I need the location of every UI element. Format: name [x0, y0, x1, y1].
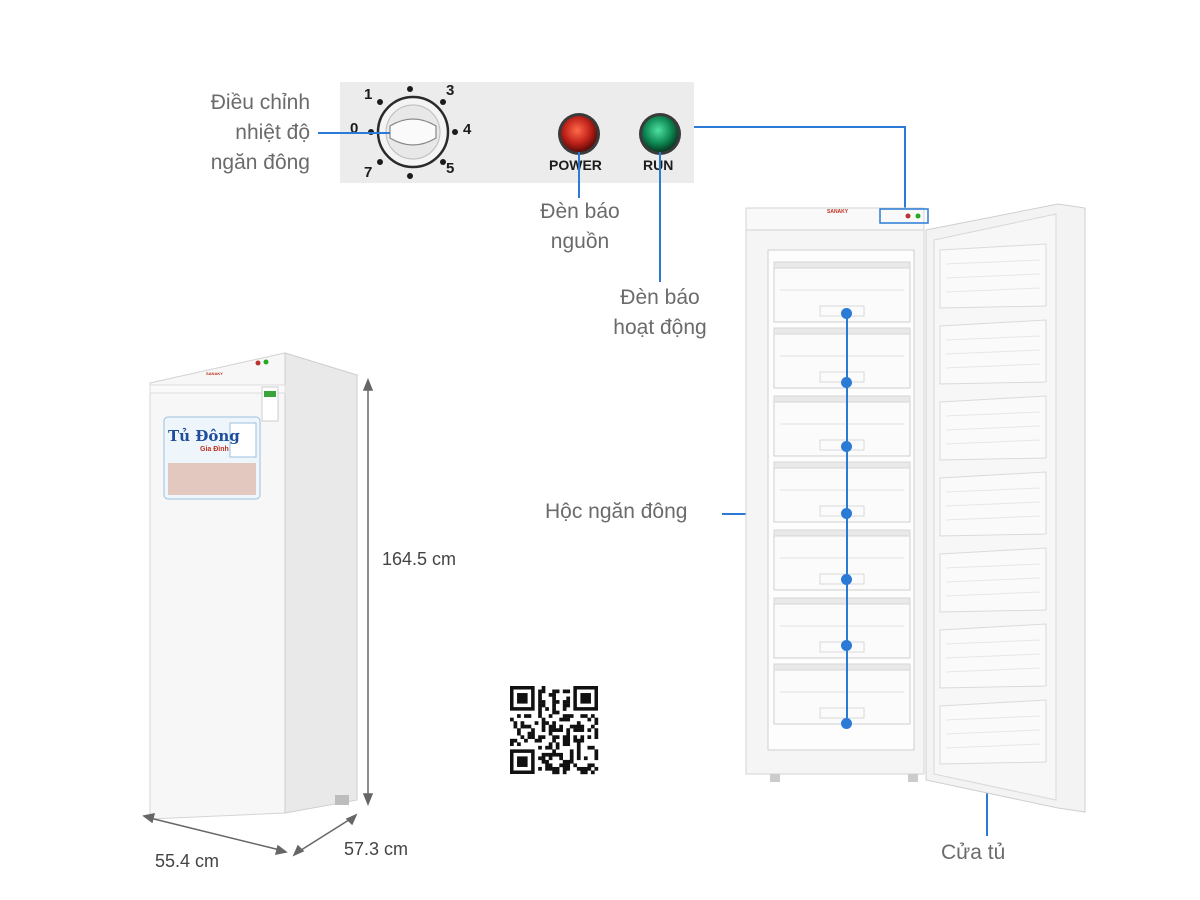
dial-number-0: 0	[350, 120, 359, 137]
dial-number-3: 3	[446, 82, 455, 99]
width-dimension: 55.4 cm	[155, 851, 220, 871]
power-light-callout: Đèn báo nguồn	[520, 197, 640, 257]
power-light-leader	[578, 152, 580, 198]
callout-line: nhiệt độ	[235, 121, 310, 144]
panel-connector-v	[904, 126, 906, 210]
callout-line: hoạt động	[613, 316, 707, 339]
temp-control-leader	[318, 132, 390, 134]
qr-code[interactable]	[510, 686, 599, 775]
door-shelf	[939, 243, 1047, 309]
drawer-marker	[841, 718, 852, 729]
temp-control-callout: Điều chỉnh nhiệt độ ngăn đông	[150, 88, 310, 178]
callout-line: nguồn	[550, 230, 610, 253]
door-shelf	[939, 471, 1047, 537]
door-leader	[986, 772, 988, 836]
brand-mark: SANAKY	[827, 209, 849, 215]
callout-line: Đèn báo	[540, 200, 620, 223]
drawer-marker	[841, 640, 852, 651]
drawers-callout: Hộc ngăn đông	[545, 500, 688, 523]
drawer-marker	[841, 508, 852, 519]
freezer-drawer	[773, 663, 911, 725]
sticker-subtitle: Gia Đình	[200, 446, 229, 453]
drawer-marker	[841, 377, 852, 388]
door-shelf	[939, 623, 1047, 689]
depth-dimension: 57.3 cm	[344, 839, 409, 859]
height-dimension: 164.5 cm	[382, 549, 457, 569]
sticker-title: Tủ Đông	[168, 427, 240, 445]
brand-mark-closed: SANAKY	[206, 371, 223, 376]
dial-number-7: 7	[364, 164, 373, 181]
drawer-marker	[841, 308, 852, 319]
door-shelf	[939, 547, 1047, 613]
drawer-marker	[841, 574, 852, 585]
door-shelf	[939, 395, 1047, 461]
run-light-leader	[659, 152, 661, 282]
callout-line: ngăn đông	[210, 151, 310, 174]
callout-line: Điều chỉnh	[210, 91, 310, 114]
door-callout: Cửa tủ	[941, 841, 1006, 864]
door-shelf	[939, 319, 1047, 385]
dial-number-4: 4	[463, 121, 472, 138]
drawer-marker	[841, 441, 852, 452]
door-shelf	[939, 699, 1047, 765]
power-lamp-icon	[558, 113, 600, 155]
run-lamp-icon	[639, 113, 681, 155]
dial-number-1: 1	[364, 86, 373, 103]
closed-freezer-illustration	[149, 352, 359, 820]
dimension-lines	[142, 377, 374, 857]
power-label: POWER	[549, 157, 602, 173]
run-light-callout: Đèn báo hoạt động	[595, 283, 725, 343]
callout-line: Đèn báo	[620, 286, 700, 309]
open-freezer-illustration	[745, 203, 1086, 813]
panel-connector-h	[694, 126, 906, 128]
dial-number-5: 5	[446, 160, 455, 177]
run-label: RUN	[643, 157, 673, 173]
